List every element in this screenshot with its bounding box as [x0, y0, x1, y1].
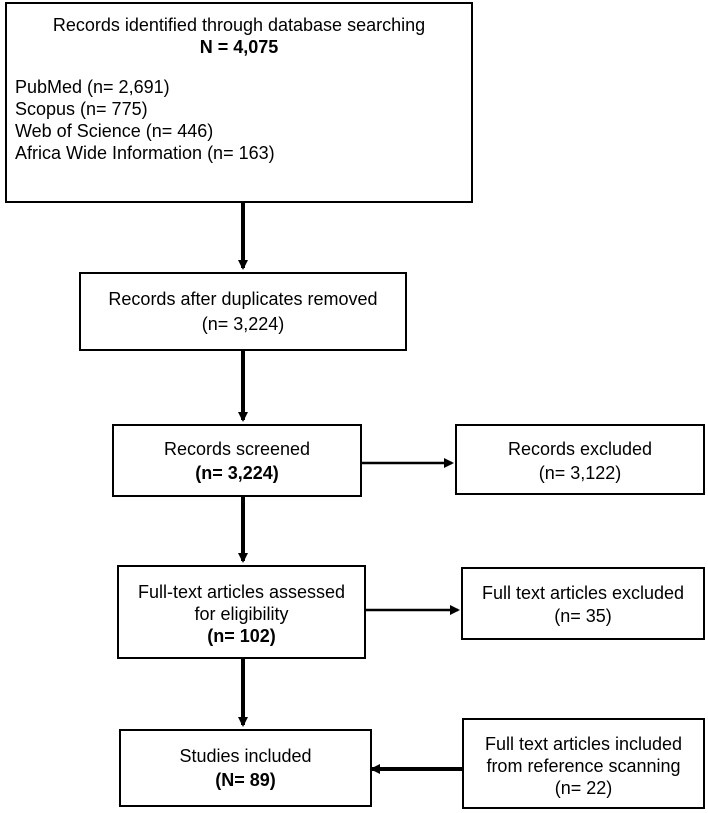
screened-count: (n= 3,224): [195, 463, 279, 483]
source-africa-wide: Africa Wide Information (n= 163): [15, 143, 275, 163]
eligibility-box: Full-text articles assessed for eligibil…: [117, 565, 366, 659]
excluded-box: Records excluded (n= 3,122): [455, 424, 705, 495]
fulltext-excluded-box: Full text articles excluded (n= 35): [461, 567, 705, 640]
source-scopus: Scopus (n= 775): [15, 99, 148, 119]
screened-label: Records screened: [163, 439, 311, 459]
reference-scanning-count: (n= 22): [554, 778, 613, 798]
fulltext-excluded-count: (n= 35): [554, 606, 612, 626]
excluded-count: (n= 3,122): [538, 463, 622, 483]
duplicates-removed-label: Records after duplicates removed: [108, 289, 378, 309]
identification-total: N = 4,075: [199, 37, 279, 57]
included-label: Studies included: [179, 746, 312, 766]
reference-scanning-label-line2: from reference scanning: [486, 756, 681, 776]
reference-scanning-label-line1: Full text articles included: [484, 734, 683, 754]
included-count: (N= 89): [215, 770, 276, 790]
reference-scanning-box: Full text articles included from referen…: [462, 718, 705, 809]
duplicates-removed-count: (n= 3,224): [201, 314, 285, 334]
included-box: Studies included (N= 89): [119, 729, 372, 807]
excluded-label: Records excluded: [507, 439, 653, 459]
screened-box: Records screened (n= 3,224): [112, 424, 362, 497]
eligibility-label-line1: Full-text articles assessed: [137, 582, 346, 602]
eligibility-label-line2: for eligibility: [194, 604, 289, 624]
fulltext-excluded-label: Full text articles excluded: [481, 583, 685, 603]
identification-box: Records identified through database sear…: [5, 2, 473, 203]
eligibility-count: (n= 102): [207, 626, 276, 646]
identification-title: Records identified through database sear…: [52, 15, 426, 35]
source-web-of-science: Web of Science (n= 446): [15, 121, 214, 141]
source-pubmed: PubMed (n= 2,691): [15, 77, 170, 97]
duplicates-removed-box: Records after duplicates removed (n= 3,2…: [79, 272, 407, 351]
